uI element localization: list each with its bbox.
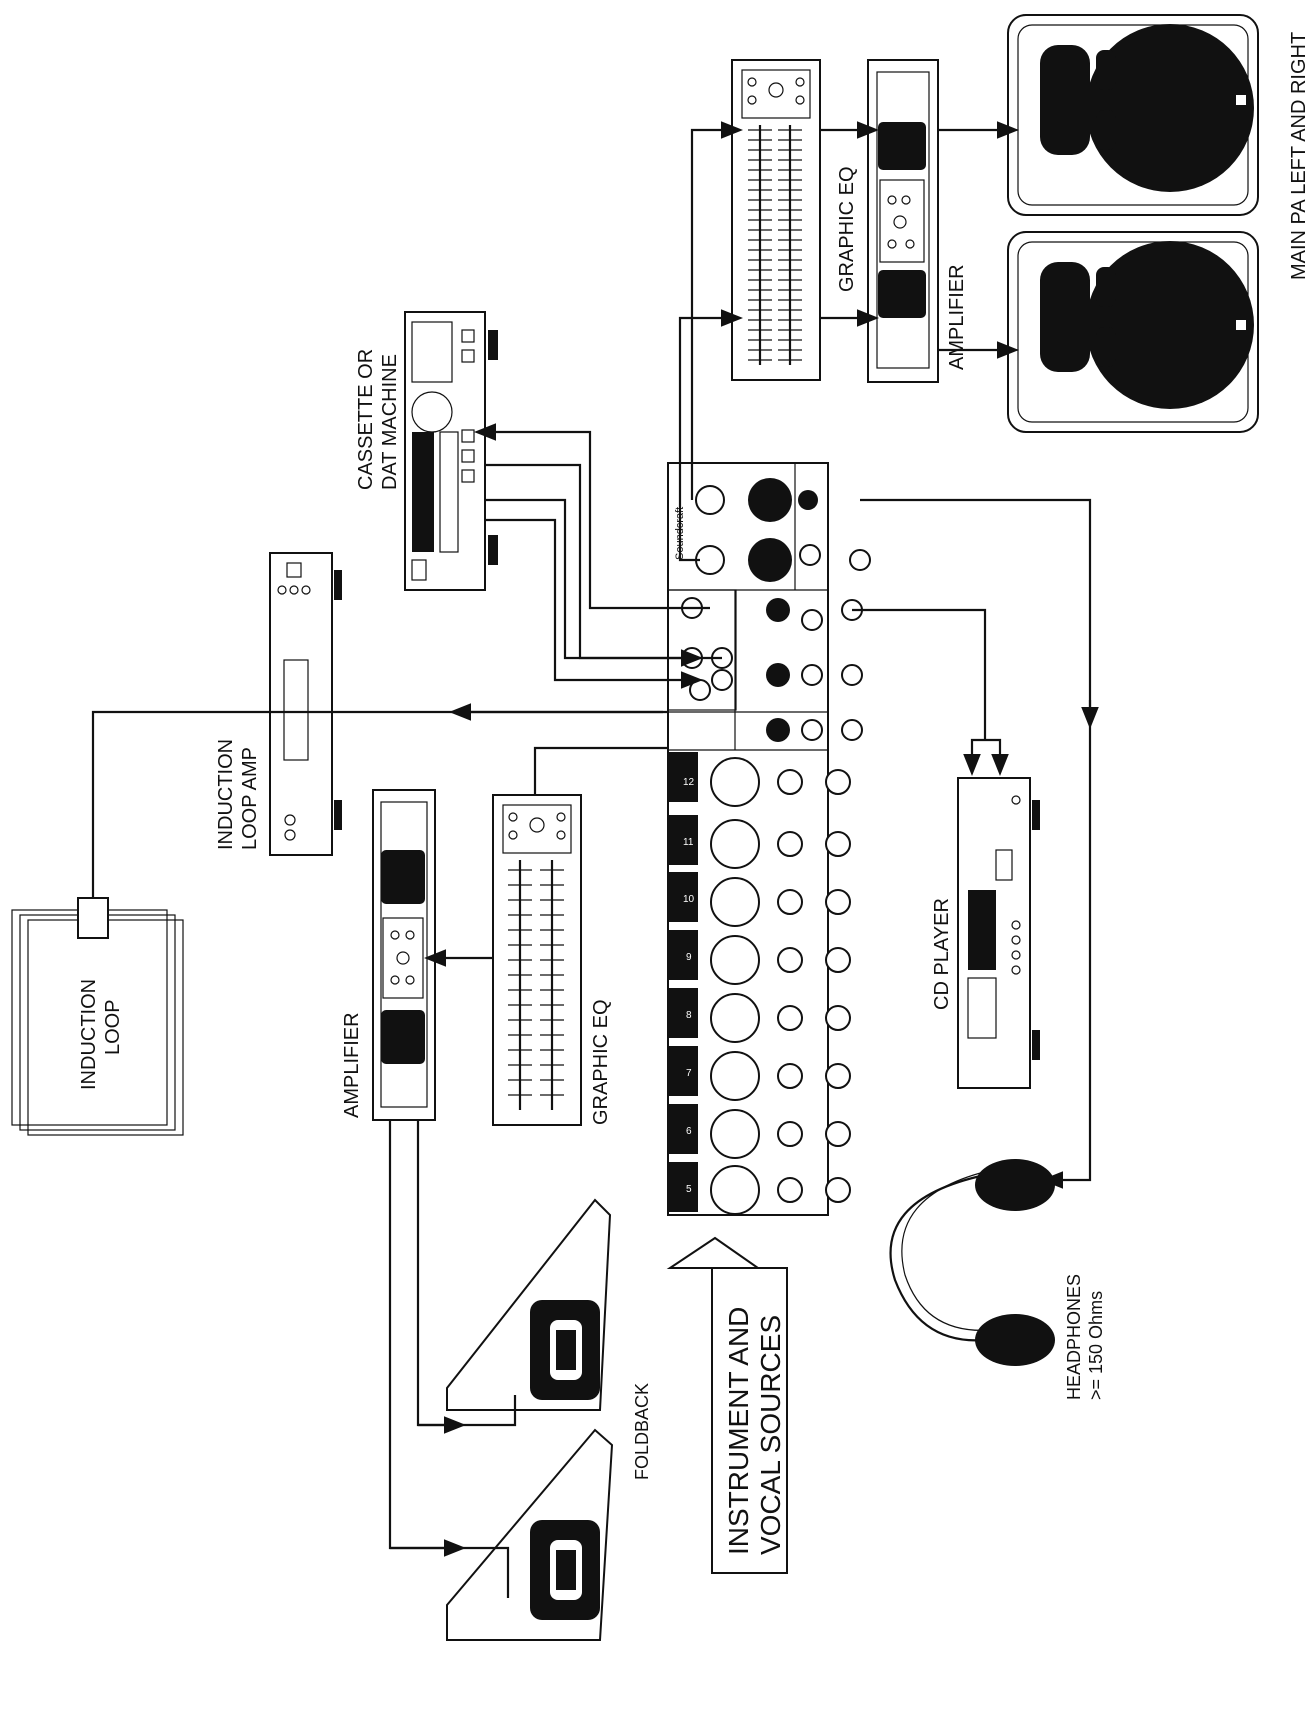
cd-player-label: CD PLAYER bbox=[931, 898, 953, 1010]
foldback-wedge-2 bbox=[446, 1428, 614, 1641]
channel-number: 11 bbox=[683, 837, 694, 848]
channel-number: 8 bbox=[686, 1010, 692, 1021]
induction-loop bbox=[11, 897, 184, 1136]
cassette-dat-machine bbox=[404, 311, 498, 591]
headphones bbox=[889, 1159, 1055, 1366]
main-pa-label: MAIN PA LEFT AND RIGHT bbox=[1288, 32, 1310, 280]
channel-number: 12 bbox=[683, 777, 695, 788]
channel-number: 5 bbox=[686, 1184, 692, 1195]
graphic-eq-top-label: GRAPHIC EQ bbox=[836, 166, 858, 292]
graphic-eq-top bbox=[731, 59, 821, 381]
channel-number: 6 bbox=[686, 1126, 692, 1137]
graphic-eq-bottom bbox=[492, 794, 582, 1126]
channel-number: 9 bbox=[686, 952, 692, 963]
induction-loop-amp bbox=[269, 552, 342, 856]
amplifier-top-label: AMPLIFIER bbox=[946, 264, 968, 370]
instrument-label-2: VOCAL SOURCES bbox=[755, 1315, 786, 1555]
cassette-label-1: CASSETTE OR bbox=[355, 349, 377, 490]
mixer: 12 11 10 9 8 7 6 5 Soundcraft bbox=[667, 462, 871, 1216]
graphic-eq-bottom-label: GRAPHIC EQ bbox=[590, 999, 612, 1125]
cd-player bbox=[957, 777, 1040, 1089]
foldback-label: FOLDBACK bbox=[632, 1383, 652, 1480]
induction-loop-amp-label-1: INDUCTION bbox=[215, 739, 237, 850]
channel-number: 10 bbox=[683, 894, 695, 905]
induction-loop-amp-label-2: LOOP AMP bbox=[239, 747, 261, 850]
foldback-wedge-1 bbox=[446, 1198, 612, 1411]
headphones-label-2: >= 150 Ohms bbox=[1086, 1291, 1106, 1400]
instrument-sources-arrow bbox=[666, 1236, 788, 1574]
amplifier-bottom bbox=[372, 789, 436, 1121]
amplifier-bottom-label: AMPLIFIER bbox=[341, 1012, 363, 1118]
induction-loop-label-1: INDUCTION bbox=[78, 979, 100, 1090]
headphones-label-1: HEADPHONES bbox=[1064, 1274, 1084, 1400]
amplifier-top bbox=[867, 59, 939, 383]
instrument-label-1: INSTRUMENT AND bbox=[723, 1307, 754, 1555]
main-pa-speaker-right bbox=[1007, 14, 1259, 216]
main-pa-speaker-left bbox=[1007, 231, 1259, 433]
channel-number: 7 bbox=[686, 1068, 692, 1079]
induction-loop-label-2: LOOP bbox=[102, 999, 124, 1055]
cassette-label-2: DAT MACHINE bbox=[379, 354, 401, 490]
